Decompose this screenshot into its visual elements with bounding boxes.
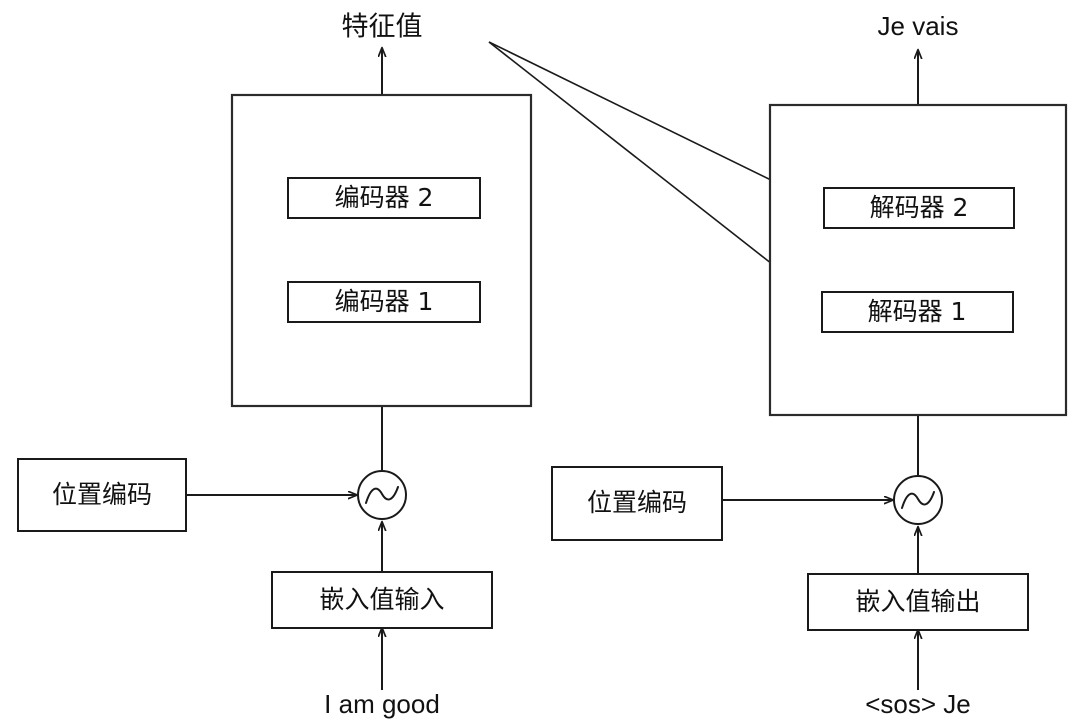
decoder-output-label: Je vais: [878, 11, 959, 41]
decoder-embedding-label: 嵌入值输出: [855, 587, 980, 616]
encoder-positional-encoding-box[interactable]: [17, 458, 187, 532]
encoder-output-label: 特征值: [342, 12, 423, 43]
decoder-block-2-label: 解码器 2: [870, 193, 969, 222]
decoder-stack-container: [768, 103, 1068, 417]
encoder-embedding-label: 嵌入值输入: [319, 585, 444, 614]
decoder-positional-encoding-box[interactable]: [551, 466, 723, 541]
decoder-embedding-box[interactable]: [807, 573, 1029, 631]
encoder-block-2-label: 编码器 2: [335, 183, 434, 212]
decoder-positional-encoding-label: 位置编码: [587, 488, 687, 517]
encoder-stack-container: [230, 93, 533, 408]
encoder-block-2[interactable]: [287, 177, 481, 219]
cross-attention-arrow-to-decoder-1: [488, 41, 823, 304]
encoder-positional-encoding-label: 位置编码: [52, 480, 152, 509]
decoder-block-2[interactable]: [823, 187, 1015, 229]
decoder-block-1-label: 解码器 1: [868, 297, 967, 326]
sine-wave-icon: [365, 486, 399, 504]
sine-wave-icon: [901, 491, 935, 509]
encoder-block-1-label: 编码器 1: [335, 287, 434, 316]
encoder-embedding-box[interactable]: [271, 571, 493, 629]
decoder-block-1[interactable]: [821, 291, 1014, 333]
decoder-input-sentence: <sos> Je: [865, 689, 971, 719]
encoder-block-1[interactable]: [287, 281, 481, 323]
encoder-input-sentence: I am good: [324, 689, 440, 719]
